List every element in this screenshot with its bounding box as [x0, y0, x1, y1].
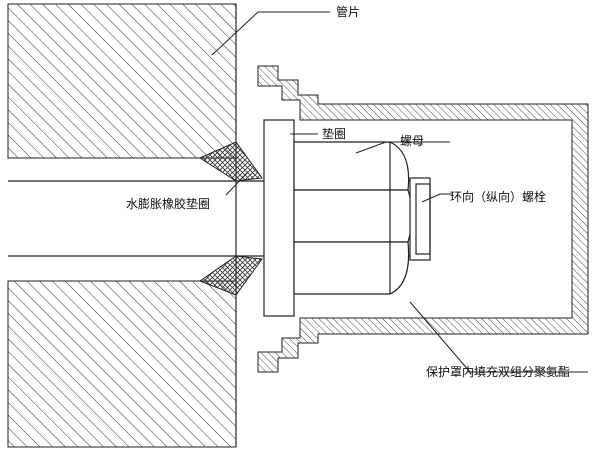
- nut: [293, 141, 413, 295]
- segment-body: [7, 3, 237, 448]
- washer-plate: [263, 119, 295, 317]
- label-segment: 管片: [336, 4, 360, 19]
- bolt-tip: [409, 177, 431, 261]
- label-nut: 螺母: [400, 134, 424, 148]
- label-filler: 保护罩内填充双组分聚氨酯: [426, 364, 570, 379]
- protection-cover: [257, 65, 589, 373]
- label-bolt: 环向（纵向）螺栓: [450, 189, 546, 204]
- label-rubber-washer: 水膨胀橡胶垫圈: [126, 196, 210, 211]
- leader-lines: [211, 11, 588, 373]
- label-washer: 垫圈: [322, 126, 346, 141]
- rubber-washer: [198, 141, 263, 296]
